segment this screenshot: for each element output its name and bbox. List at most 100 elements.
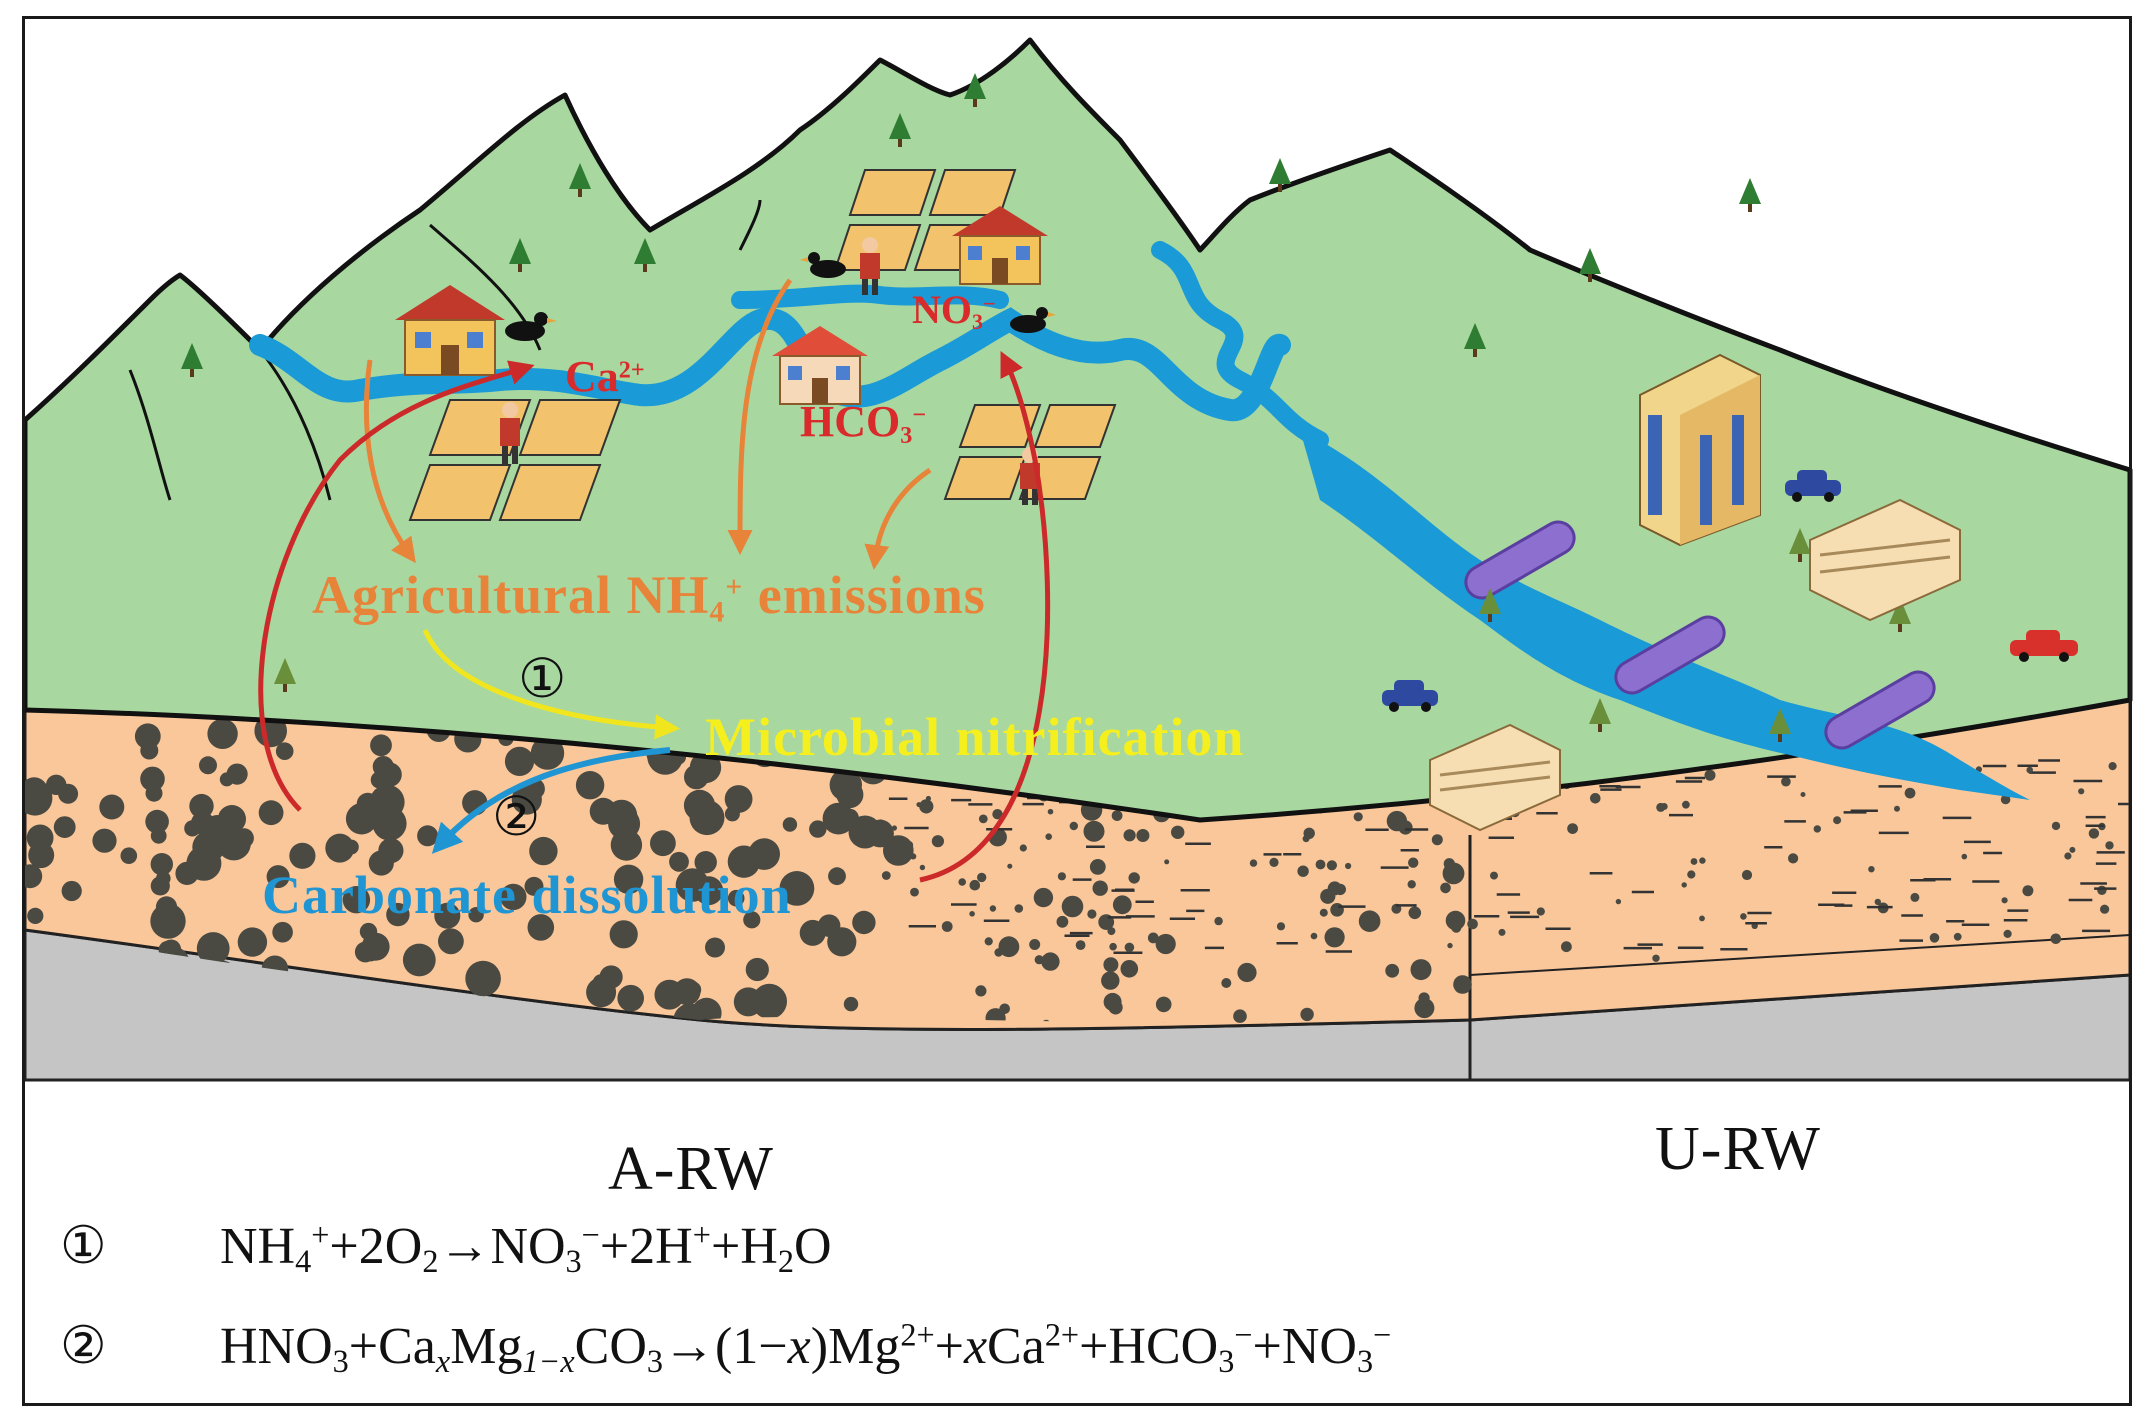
- equation-term: +NO: [1252, 1318, 1357, 1375]
- pebble: [1687, 870, 1696, 879]
- pebble: [745, 957, 769, 982]
- pebble: [196, 932, 230, 965]
- equation-term: +2O: [329, 1218, 423, 1275]
- nitrate-ion-label: NO3−: [912, 287, 996, 335]
- office-building-icon: [1809, 498, 1961, 622]
- pebble: [266, 865, 290, 889]
- pebble: [1788, 853, 1799, 864]
- pebble: [1112, 895, 1132, 915]
- pebble: [743, 911, 761, 929]
- farm-field-icon: [943, 404, 1117, 500]
- pebble: [977, 872, 987, 883]
- equation-term: 4: [295, 1243, 312, 1280]
- pebble: [199, 756, 217, 775]
- pebble: [190, 811, 215, 835]
- pebble: [613, 864, 644, 894]
- pebble: [361, 932, 390, 961]
- bicarbonate-ion-label: HCO3−: [800, 397, 927, 449]
- pebble: [1386, 810, 1408, 832]
- pebble: [910, 887, 919, 897]
- pebble: [27, 907, 44, 925]
- pebble: [529, 836, 558, 866]
- equation-term: O: [793, 1218, 832, 1275]
- pebble: [925, 795, 932, 802]
- pebble: [1451, 922, 1462, 933]
- pebble: [998, 936, 1020, 958]
- pebble: [1155, 996, 1172, 1013]
- equation-term: 2+: [1044, 1316, 1080, 1353]
- pebble: [527, 914, 555, 941]
- pebble: [2051, 821, 2061, 831]
- microbial-nitrification-label: Microbial nitrification: [705, 707, 1245, 767]
- tree-icon: [1579, 248, 1601, 282]
- pebble: [140, 766, 165, 792]
- pebble: [1164, 859, 1170, 865]
- pebble: [799, 919, 826, 946]
- pebble: [145, 784, 163, 802]
- pebble: [500, 883, 527, 911]
- tree-icon: [634, 238, 656, 272]
- pebble: [61, 880, 82, 902]
- pebble: [931, 835, 945, 848]
- agricultural-zone-label: A-RW: [608, 1135, 774, 1203]
- pebble: [1800, 792, 1806, 797]
- calcium-ion-label: Ca2+: [565, 352, 645, 401]
- pebble: [1057, 872, 1066, 881]
- pebble: [617, 984, 644, 1012]
- runoff-arrow: [864, 467, 932, 570]
- pebble: [1315, 859, 1326, 870]
- pebble: [120, 847, 138, 864]
- zone-divider-lower: [1469, 934, 2131, 976]
- pebble: [1699, 857, 1706, 864]
- pebble: [1490, 871, 1498, 880]
- house-icon: [395, 285, 505, 376]
- pebble: [919, 864, 926, 871]
- equation-term: +: [692, 1216, 711, 1253]
- pebble: [1147, 932, 1159, 944]
- pebble: [1353, 812, 1363, 822]
- pebble: [1536, 907, 1545, 916]
- equation-term: 2+: [900, 1316, 935, 1353]
- pebble: [1345, 862, 1352, 870]
- pebble: [377, 762, 402, 787]
- equation-term: x: [787, 1318, 811, 1375]
- pebble: [684, 764, 709, 790]
- equation-term: 3: [1218, 1343, 1235, 1380]
- pebble: [99, 794, 125, 820]
- pebble: [1061, 895, 1084, 918]
- pebble: [610, 829, 643, 861]
- pebble: [2003, 929, 2012, 939]
- pebble: [156, 871, 171, 886]
- pebble: [175, 861, 199, 886]
- pebble: [1041, 952, 1060, 971]
- pebble: [2078, 788, 2085, 795]
- pebble: [2105, 841, 2114, 850]
- equation-term: −: [581, 1216, 600, 1253]
- nitrification-arrow: [422, 629, 680, 740]
- equation-term: x: [435, 1343, 451, 1380]
- pebble: [1128, 872, 1140, 884]
- pebble: [258, 800, 284, 826]
- equation-term: CO: [574, 1318, 647, 1375]
- pebble: [189, 793, 214, 819]
- pebble: [589, 797, 617, 825]
- pebble: [1269, 857, 1279, 868]
- pebble: [969, 911, 975, 917]
- pebble: [2108, 762, 2117, 771]
- duck-icon: [505, 312, 557, 341]
- main-river: [1300, 430, 2030, 800]
- pebble: [1440, 882, 1451, 894]
- equation-marker: ①: [60, 1216, 107, 1276]
- pebble: [1385, 963, 1400, 978]
- pebble: [1087, 909, 1097, 919]
- pebble: [654, 979, 685, 1010]
- tree-icon: [1739, 178, 1761, 212]
- pebble: [140, 741, 159, 760]
- tributary: [1151, 241, 1329, 449]
- office-building-icon: [1429, 723, 1561, 832]
- car-icon: [1785, 470, 1841, 502]
- equation-term: NH: [220, 1218, 296, 1275]
- equation-term: 3: [565, 1243, 582, 1280]
- tree-icon: [1889, 598, 1911, 632]
- pebble: [1019, 844, 1027, 852]
